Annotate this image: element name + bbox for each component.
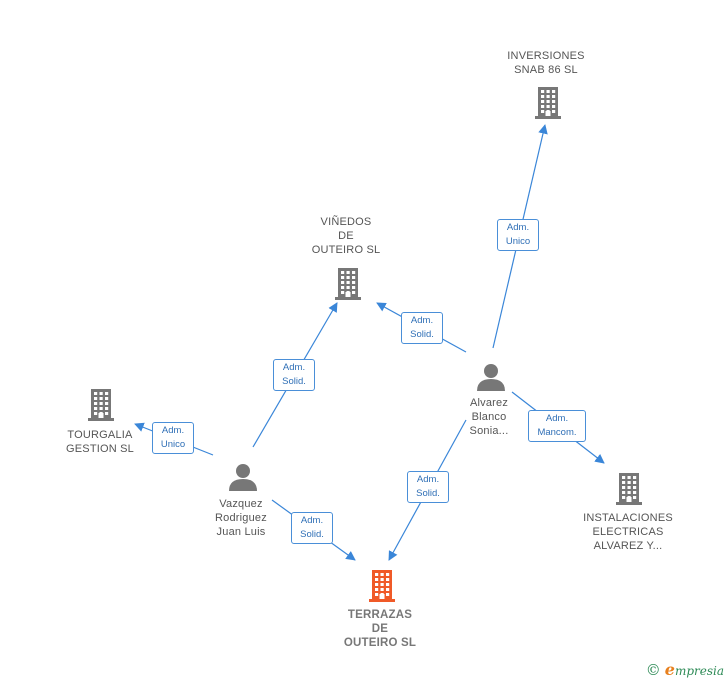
- node-label-tourgalia[interactable]: TOURGALIA GESTION SL: [65, 429, 135, 455]
- edge-label-vazquez-to-terrazas[interactable]: Adm. Solid.: [291, 512, 333, 544]
- building-icon-instalaciones[interactable]: [616, 473, 642, 505]
- edge-label-alvarez-to-instalaciones[interactable]: Adm. Mancom.: [528, 410, 586, 442]
- edge-label-alvarez-to-terrazas[interactable]: Adm. Solid.: [407, 471, 449, 503]
- building-icon-terrazas[interactable]: [369, 570, 395, 602]
- person-icon-vazquez[interactable]: [229, 464, 257, 491]
- brand-footer[interactable]: ©empresia: [646, 660, 724, 679]
- building-icon-vinedos[interactable]: [335, 268, 361, 300]
- edge-label-vazquez-to-tourgalia[interactable]: Adm. Unico: [152, 422, 194, 454]
- node-label-alvarez[interactable]: Alvarez Blanco Sonia...: [469, 397, 509, 437]
- edge-label-alvarez-to-vinedos[interactable]: Adm. Solid.: [401, 312, 443, 344]
- edge-label-alvarez-to-inversiones[interactable]: Adm. Unico: [497, 219, 539, 251]
- person-icon-alvarez[interactable]: [477, 364, 505, 391]
- copyright-icon: ©: [645, 661, 661, 679]
- building-icon-inversiones[interactable]: [535, 87, 561, 119]
- node-label-vinedos[interactable]: VIÑEDOS DE OUTEIRO SL: [311, 216, 381, 256]
- building-icon-tourgalia[interactable]: [88, 389, 114, 421]
- brand-name: mpresia: [674, 664, 724, 678]
- node-label-inversiones[interactable]: INVERSIONES SNAB 86 SL: [507, 50, 585, 76]
- node-label-terrazas[interactable]: TERRAZAS DE OUTEIRO SL: [343, 609, 417, 649]
- brand-initial: e: [664, 660, 675, 679]
- node-label-vazquez[interactable]: Vazquez Rodriguez Juan Luis: [215, 498, 267, 538]
- node-label-instalaciones[interactable]: INSTALACIONES ELECTRICAS ALVAREZ Y...: [583, 512, 673, 552]
- edge-label-vazquez-to-vinedos[interactable]: Adm. Solid.: [273, 359, 315, 391]
